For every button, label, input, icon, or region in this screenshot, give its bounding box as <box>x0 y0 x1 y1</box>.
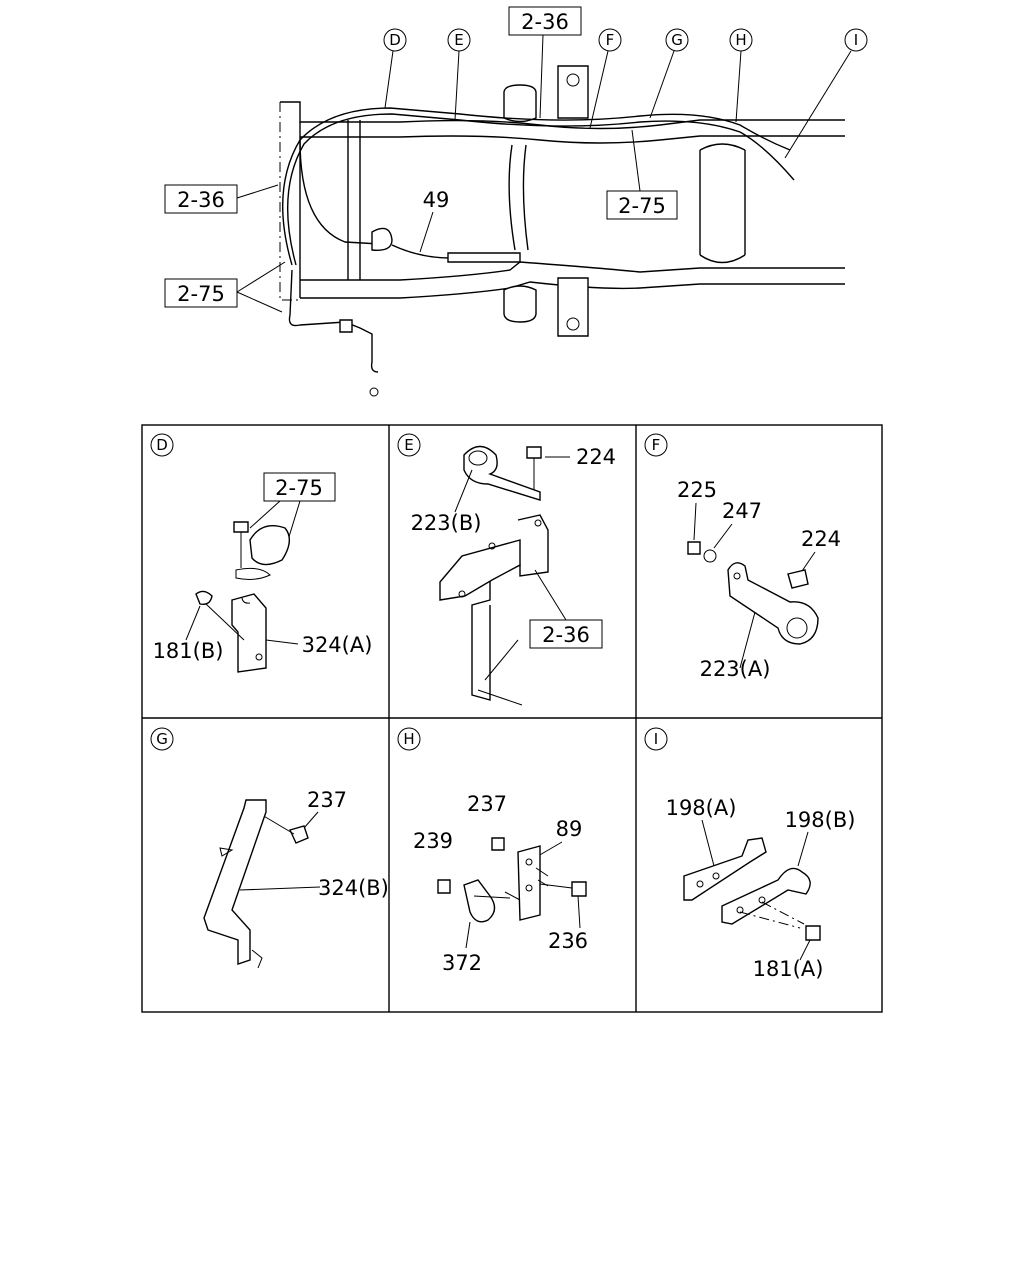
svg-text:E: E <box>404 436 413 454</box>
chassis-overview <box>279 65 845 397</box>
svg-text:G: G <box>671 31 683 49</box>
svg-text:F: F <box>652 436 661 454</box>
ref-box-2-36-left: 2-36 <box>164 184 279 214</box>
svg-text:H: H <box>735 31 746 49</box>
svg-text:223(B): 223(B) <box>411 511 482 535</box>
svg-text:247: 247 <box>722 499 762 523</box>
detail-panel-g: G 237 324(B) <box>150 727 389 969</box>
svg-text:324(B): 324(B) <box>318 876 389 900</box>
svg-text:372: 372 <box>442 951 482 975</box>
ref-box-2-36-top: 2-36 <box>508 6 582 119</box>
svg-text:198(B): 198(B) <box>785 808 856 832</box>
svg-text:D: D <box>389 31 401 49</box>
svg-text:181(B): 181(B) <box>153 639 224 663</box>
svg-text:D: D <box>156 436 168 454</box>
svg-text:181(A): 181(A) <box>753 957 824 981</box>
svg-text:2-36: 2-36 <box>177 188 225 212</box>
callout-d-top: D <box>383 28 407 109</box>
svg-text:223(A): 223(A) <box>700 657 771 681</box>
detail-panel-h: H 237 89 236 239 372 <box>397 727 588 975</box>
svg-text:49: 49 <box>423 188 450 212</box>
svg-text:G: G <box>156 730 168 748</box>
detail-panel-d: D 2-75 181(B) 324(A) <box>150 433 373 673</box>
svg-text:224: 224 <box>576 445 616 469</box>
svg-text:2-75: 2-75 <box>275 476 323 500</box>
svg-text:2-36: 2-36 <box>542 623 590 647</box>
svg-text:324(A): 324(A) <box>302 633 373 657</box>
detail-panel-i: I 198(A) 198(B) 181(A) <box>644 727 856 981</box>
callout-i-top: I <box>784 28 868 159</box>
svg-text:237: 237 <box>467 792 507 816</box>
svg-text:198(A): 198(A) <box>666 796 737 820</box>
svg-text:2-75: 2-75 <box>618 194 666 218</box>
svg-text:I: I <box>854 31 858 49</box>
svg-text:F: F <box>606 31 615 49</box>
svg-text:H: H <box>403 730 414 748</box>
svg-text:225: 225 <box>677 478 717 502</box>
callout-g-top: G <box>649 28 689 119</box>
detail-panel-e: E 223(B) 224 2-36 <box>397 433 616 706</box>
detail-grid <box>141 424 883 1013</box>
svg-text:E: E <box>454 31 463 49</box>
svg-text:237: 237 <box>307 788 347 812</box>
callout-f-top: F <box>589 28 622 129</box>
svg-text:239: 239 <box>413 829 453 853</box>
svg-text:224: 224 <box>801 527 841 551</box>
detail-panel-f: F 225 247 224 223(A) <box>644 433 841 681</box>
ref-box-2-75-left: 2-75 <box>164 261 286 313</box>
svg-text:I: I <box>654 730 658 748</box>
svg-text:89: 89 <box>556 817 583 841</box>
part-label-49: 49 <box>419 188 450 253</box>
ref-box-2-75-mid: 2-75 <box>606 129 678 220</box>
callout-h-top: H <box>729 28 753 123</box>
svg-text:236: 236 <box>548 929 588 953</box>
svg-text:2-75: 2-75 <box>177 282 225 306</box>
svg-text:2-36: 2-36 <box>521 10 569 34</box>
callout-e-top: E <box>447 28 471 121</box>
